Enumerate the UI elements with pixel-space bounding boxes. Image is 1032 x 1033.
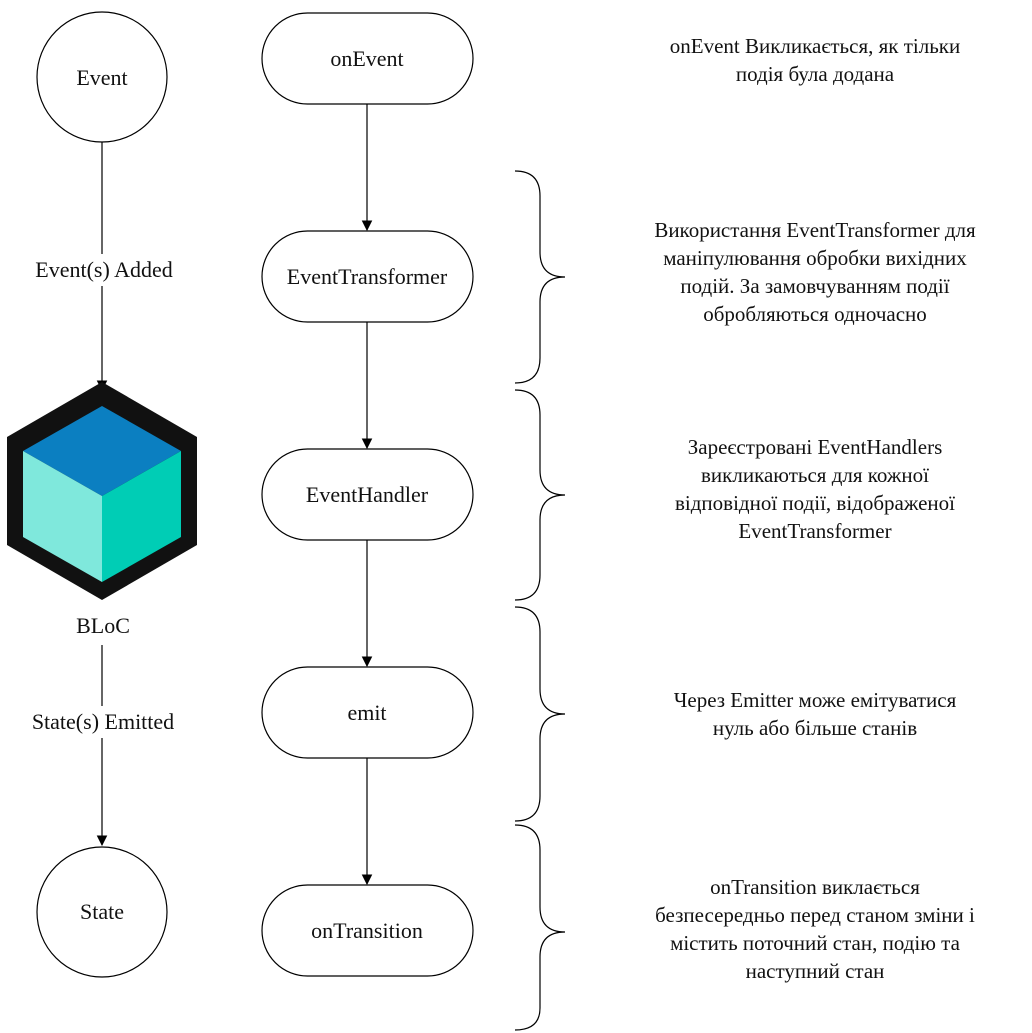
- svg-text:onTransition: onTransition: [311, 918, 423, 943]
- brace-event-handler: [514, 389, 566, 601]
- brace-event-transformer: [514, 170, 566, 384]
- state-emitted-label: State(s) Emitted: [32, 709, 174, 734]
- svg-text:Event: Event: [76, 65, 127, 90]
- event-added-label-bg: [15, 254, 193, 286]
- event-added-label: Event(s) Added: [35, 257, 172, 282]
- on-transition-description: onTransition виклається безпесередньо пе…: [655, 875, 975, 983]
- event-node: Event: [36, 11, 168, 143]
- bloc-label: BLoC: [76, 613, 130, 638]
- event-transformer-description: Використання EventTransformer для маніпу…: [654, 218, 976, 326]
- brace-on-transition: [514, 824, 566, 1031]
- emit-description: Через Emitter може емітуватися нуль або …: [673, 688, 957, 740]
- svg-text:onEvent: onEvent: [330, 46, 403, 71]
- bloc-cube-logo: [7, 382, 197, 600]
- on-transition-node: onTransition: [261, 884, 474, 977]
- event-handler-node: EventHandler: [261, 448, 474, 541]
- event-transformer-node: EventTransformer: [261, 230, 474, 323]
- svg-text:EventTransformer: EventTransformer: [287, 264, 448, 289]
- svg-text:EventHandler: EventHandler: [306, 482, 429, 507]
- emit-node: emit: [261, 666, 474, 759]
- state-emitted-label-bg: [10, 706, 196, 738]
- event-handler-description: Зареєстровані EventHandlers викликаються…: [675, 435, 955, 543]
- on-event-node: onEvent: [261, 12, 474, 105]
- svg-text:emit: emit: [347, 700, 386, 725]
- state-node: State: [36, 846, 168, 978]
- brace-emit: [514, 606, 566, 822]
- svg-text:State: State: [80, 899, 124, 924]
- on-event-description: onEvent Викликається, як тільки подія бу…: [669, 34, 961, 86]
